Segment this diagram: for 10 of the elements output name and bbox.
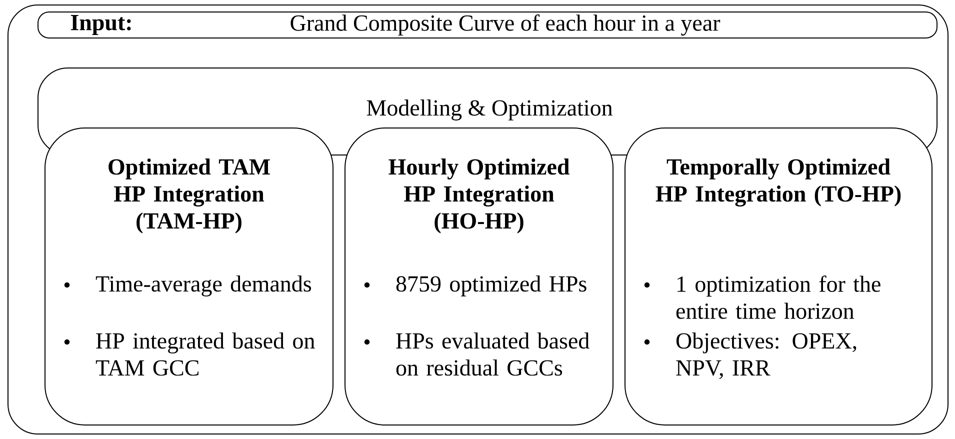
bullet-item: HPs evaluated based on residual GCCs xyxy=(396,332,590,376)
bullet-item: Objectives: OPEX, NPV, IRR xyxy=(676,332,856,379)
bullet-item: HP integrated based on TAM GCC xyxy=(96,332,315,376)
box-title: Temporally Optimized HP Integration (TO-HP) xyxy=(656,158,901,207)
box-title: Optimized TAM HP Integration (TAM-HP) xyxy=(108,158,270,234)
bullet-item: 1 optimization for the entire time horizon xyxy=(676,276,880,319)
box-title: Hourly Optimized HP Integration (HO-HP) xyxy=(388,158,570,234)
bullet-item: Time-average demands xyxy=(96,276,312,296)
input-box: Input: Grand Composite Curve of each hour in a year xyxy=(38,12,938,38)
bullet-item: 8759 optimized HPs xyxy=(396,276,586,296)
